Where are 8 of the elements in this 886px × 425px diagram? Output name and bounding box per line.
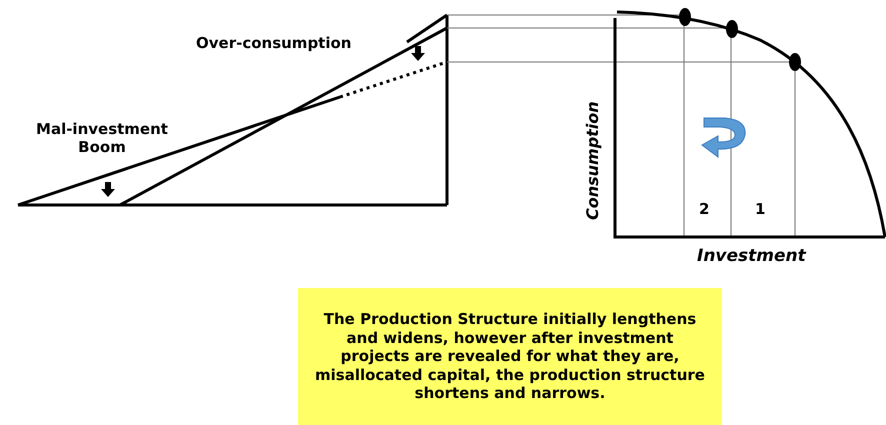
part-label: Mal-investment Boom	[35, 120, 169, 156]
region-number: 1	[755, 200, 766, 218]
part-label: Over-consumption	[196, 34, 352, 52]
axis-label: Investment	[697, 247, 806, 265]
note-text: The Production Structure initially lengthens and widens, however after investment projects are revealed for what they are, misallocated capital, the production structure shortens and narrows.	[314, 310, 706, 403]
axis-label: Consumption	[584, 101, 602, 220]
region-number: 2	[699, 200, 710, 218]
note-box	[298, 288, 722, 425]
